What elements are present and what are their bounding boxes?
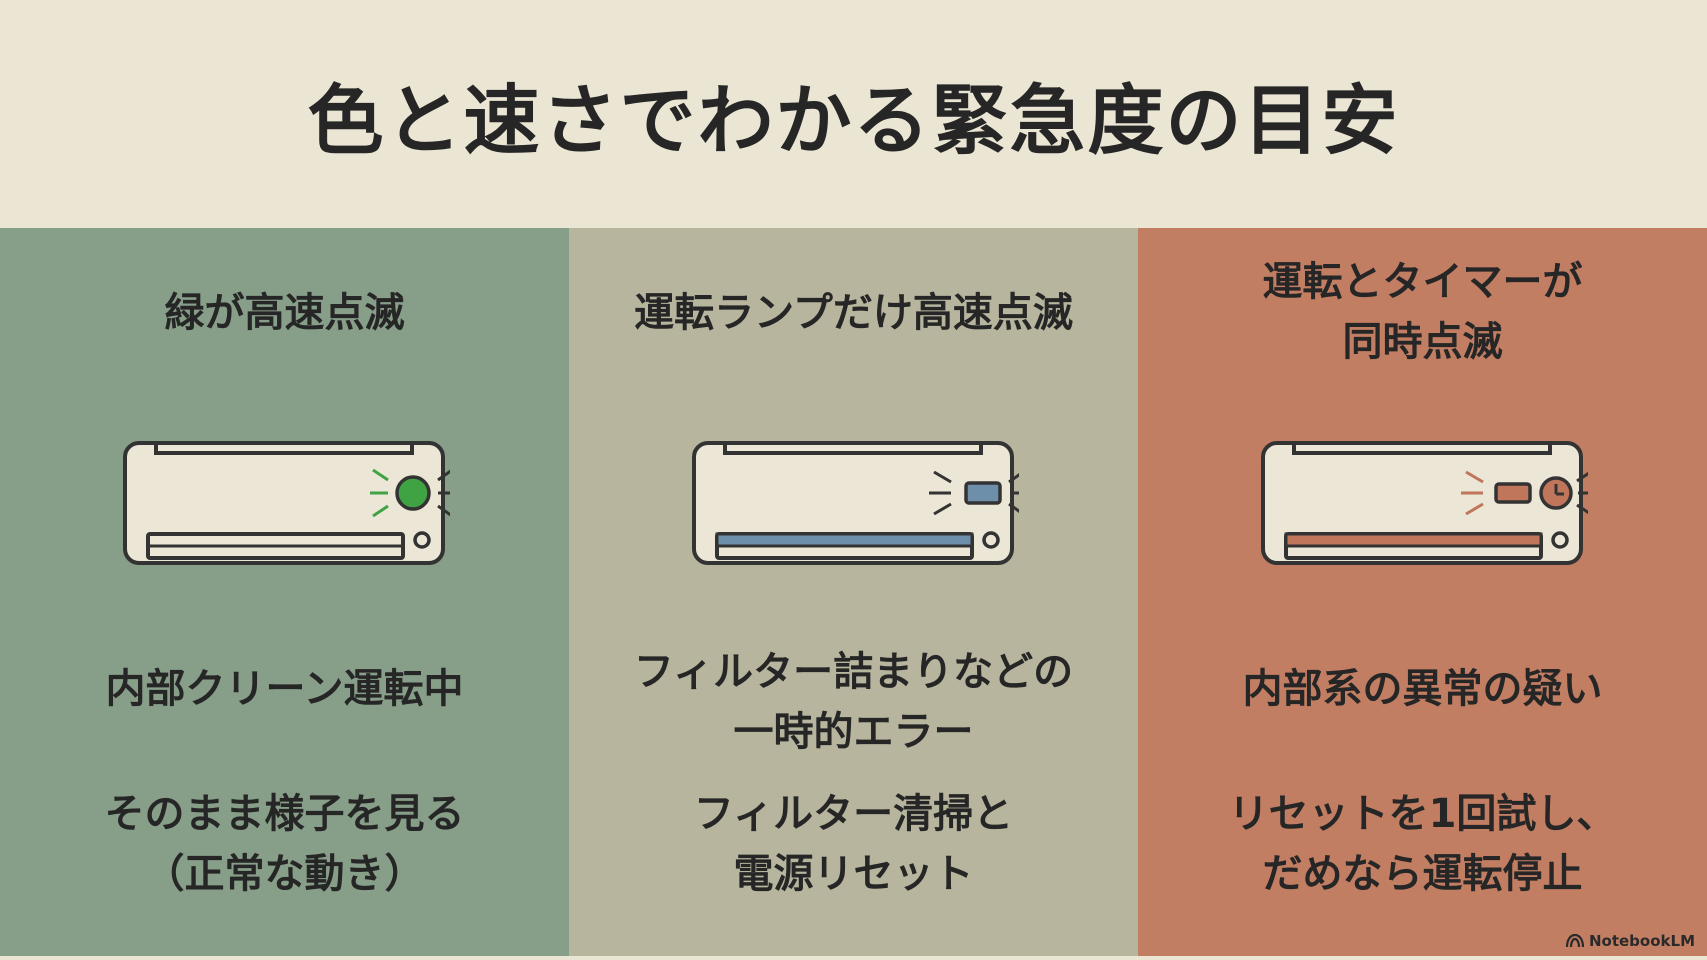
notebooklm-watermark: NotebookLM (1565, 932, 1695, 950)
panel-beige: 運転ランプだけ高速点滅 フィルター詰まり (569, 228, 1138, 956)
meaning-line: フィルター詰まりなどの (633, 649, 1074, 695)
meaning-line: 一時的エラー (733, 709, 974, 755)
air-conditioner-icon (1258, 438, 1598, 578)
action-line: だめなら運転停止 (1262, 851, 1583, 897)
panel-green: 緑が高速点滅 内部クリーン運転中 (0, 228, 569, 956)
heading-line: 運転ランプだけ高速点滅 (634, 290, 1073, 336)
heading-line: 緑が高速点滅 (164, 290, 405, 336)
panel-heading: 運転ランプだけ高速点滅 (569, 283, 1138, 343)
action-line: 電源リセット (733, 851, 974, 897)
watermark-text: NotebookLM (1588, 932, 1695, 950)
panel-heading: 運転とタイマーが 同時点滅 (1138, 252, 1707, 372)
meaning-line: 内部系の異常の疑い (1242, 666, 1603, 712)
panel-action: フィルター清掃と 電源リセット (569, 784, 1138, 904)
panel-action: リセットを1回試し、 だめなら運転停止 (1138, 784, 1707, 904)
meaning-line: 内部クリーン運転中 (105, 666, 464, 712)
panel-orange: 運転とタイマーが 同時点滅 (1138, 228, 1707, 956)
action-line: そのまま様子を見る (104, 791, 465, 837)
panel-action: そのまま様子を見る （正常な動き） (0, 784, 569, 904)
heading-line: 運転とタイマーが (1262, 259, 1583, 305)
title-band: 色と速さでわかる緊急度の目安 (0, 0, 1707, 228)
page-title: 色と速さでわかる緊急度の目安 (307, 76, 1400, 165)
notebooklm-logo-icon (1565, 934, 1584, 948)
action-line: フィルター清掃と (693, 791, 1014, 837)
panel-meaning: 内部クリーン運転中 (0, 659, 569, 719)
air-conditioner-icon (120, 438, 458, 578)
panel-heading: 緑が高速点滅 (0, 283, 569, 343)
timer-lamp-icon (1461, 469, 1598, 517)
action-line: リセットを1回試し、 (1228, 791, 1617, 837)
panel-meaning: フィルター詰まりなどの 一時的エラー (569, 642, 1138, 762)
panel-meaning: 内部系の異常の疑い (1138, 659, 1707, 719)
heading-line: 同時点滅 (1342, 319, 1503, 365)
action-line: （正常な動き） (144, 851, 425, 897)
air-conditioner-icon (689, 438, 1029, 578)
green-led-icon (370, 468, 458, 518)
